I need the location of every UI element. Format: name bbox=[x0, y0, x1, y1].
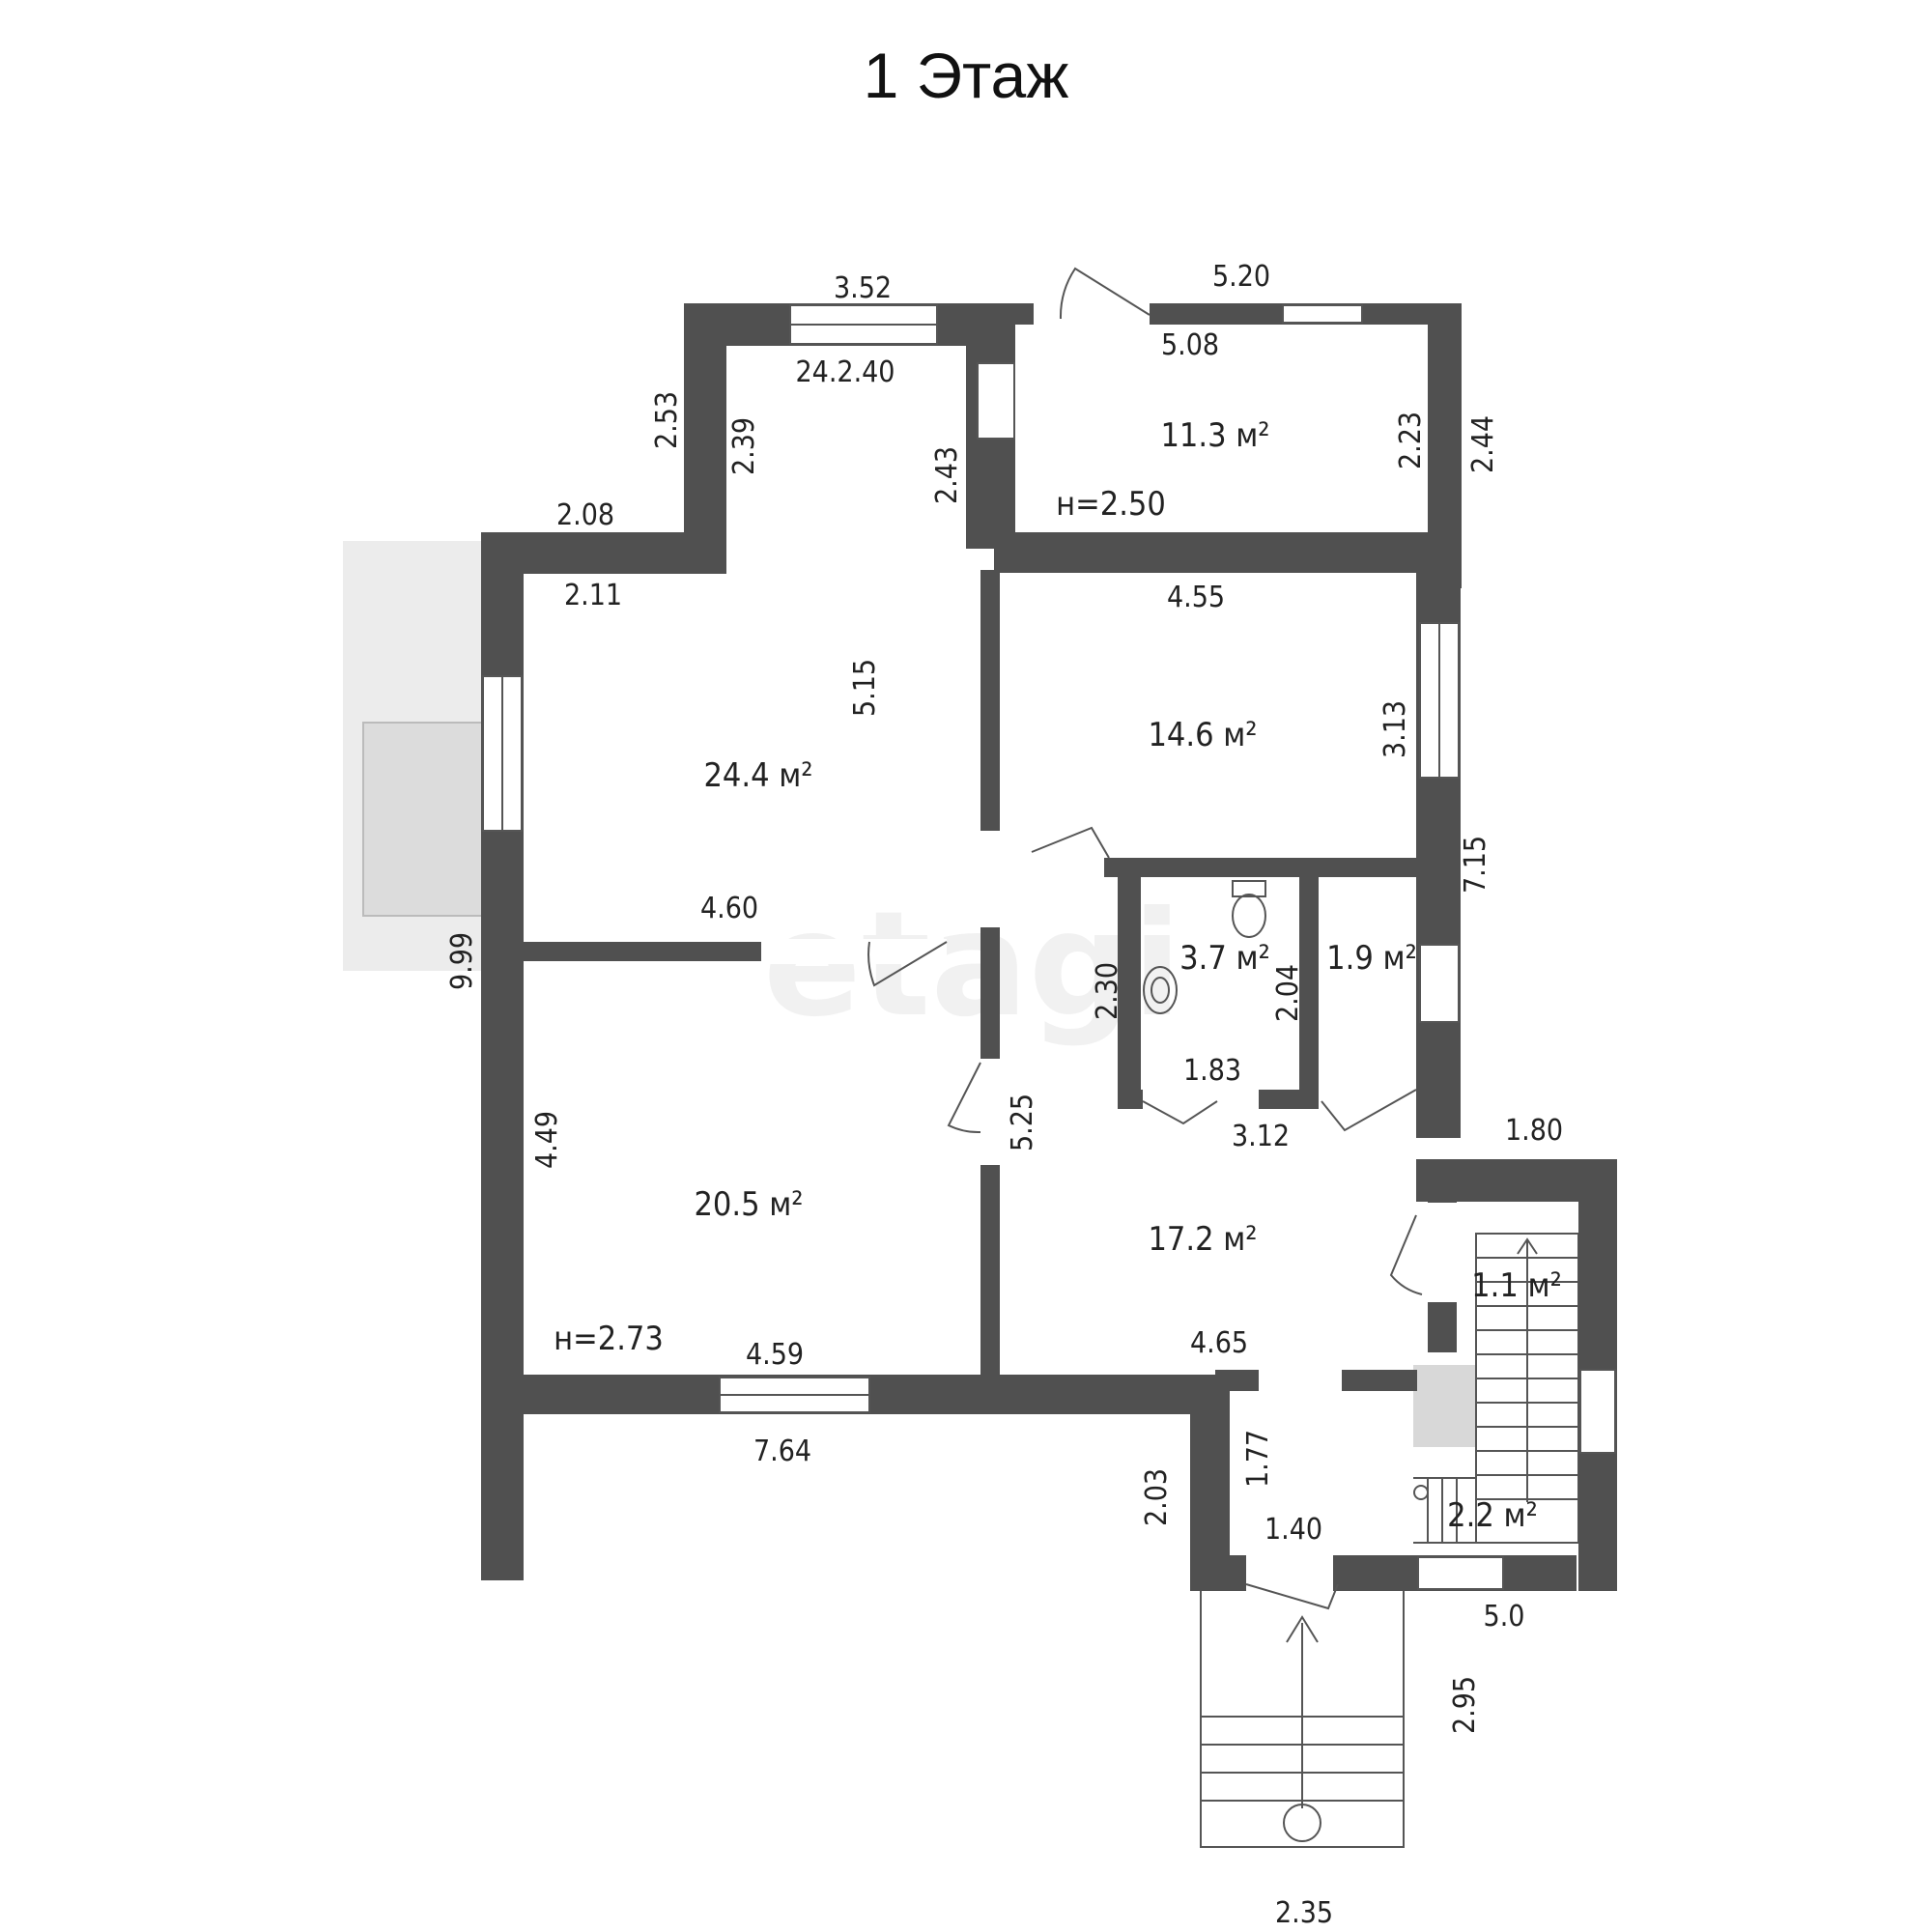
room-height-11-3: н=2.50 bbox=[1056, 485, 1166, 524]
windows bbox=[482, 304, 1616, 1590]
dim-5-25: 5.25 bbox=[1006, 1094, 1039, 1151]
watermark: etagi bbox=[763, 881, 1181, 1049]
floor-title: 1 Этаж bbox=[863, 40, 1069, 111]
dim-24-2-40: 24.2.40 bbox=[796, 355, 895, 389]
entrance-stairs bbox=[1200, 1581, 1405, 1848]
room-area-11-3: 11.3 м² bbox=[1160, 416, 1269, 455]
dim-2-04: 2.04 bbox=[1271, 964, 1305, 1022]
room-area-3-7: 3.7 м² bbox=[1179, 939, 1270, 978]
dim-4-65: 4.65 bbox=[1190, 1326, 1248, 1360]
room-area-24-4: 24.4 м² bbox=[703, 756, 812, 795]
dim-7-15: 7.15 bbox=[1459, 836, 1492, 894]
dim-2-11: 2.11 bbox=[564, 579, 622, 612]
dim-5-08: 5.08 bbox=[1161, 328, 1219, 362]
dim-5-0: 5.0 bbox=[1484, 1600, 1525, 1634]
toilet-icon bbox=[1232, 880, 1266, 938]
door-swings bbox=[867, 267, 1423, 1610]
dim-1-77: 1.77 bbox=[1241, 1430, 1275, 1488]
dim-3-13: 3.13 bbox=[1378, 700, 1412, 758]
dim-2-03: 2.03 bbox=[1140, 1468, 1174, 1526]
dim-2-44: 2.44 bbox=[1466, 415, 1500, 473]
dim-2-43: 2.43 bbox=[930, 446, 964, 504]
dim-2-53: 2.53 bbox=[650, 391, 684, 449]
inner-staircase bbox=[1413, 1233, 1579, 1544]
dim-2-08: 2.08 bbox=[556, 498, 614, 532]
room-area-1-9: 1.9 м² bbox=[1326, 939, 1417, 978]
dim-2-30: 2.30 bbox=[1091, 962, 1124, 1020]
room-area-17-2: 17.2 м² bbox=[1148, 1220, 1257, 1259]
dim-1-83: 1.83 bbox=[1183, 1054, 1241, 1088]
room-area-1-1: 1.1 м² bbox=[1471, 1266, 1562, 1305]
dim-7-64: 7.64 bbox=[753, 1435, 811, 1468]
room-area-2-2: 2.2 м² bbox=[1447, 1496, 1538, 1535]
dim-4-59: 4.59 bbox=[746, 1338, 804, 1372]
dim-2-35: 2.35 bbox=[1275, 1896, 1333, 1930]
dim-3-52: 3.52 bbox=[834, 271, 892, 305]
room-area-14-6: 14.6 м² bbox=[1148, 716, 1257, 754]
dim-2-23: 2.23 bbox=[1394, 412, 1428, 469]
dim-1-80: 1.80 bbox=[1505, 1114, 1563, 1148]
dim-1-40: 1.40 bbox=[1264, 1513, 1322, 1547]
dim-2-39: 2.39 bbox=[727, 417, 761, 475]
door-gaps bbox=[763, 301, 1460, 1594]
room-height-20-5: н=2.73 bbox=[554, 1320, 664, 1358]
sink-icon bbox=[1143, 966, 1178, 1014]
dim-5-15: 5.15 bbox=[848, 659, 882, 717]
dim-2-95: 2.95 bbox=[1448, 1676, 1482, 1734]
dim-4-60: 4.60 bbox=[700, 892, 758, 925]
dim-3-12: 3.12 bbox=[1232, 1120, 1290, 1153]
room-area-20-5: 20.5 м² bbox=[694, 1185, 803, 1224]
terrace-platform bbox=[362, 722, 484, 917]
dim-5-20: 5.20 bbox=[1212, 260, 1270, 294]
dim-4-55: 4.55 bbox=[1167, 581, 1225, 614]
dim-9-99: 9.99 bbox=[445, 932, 479, 990]
dim-4-49: 4.49 bbox=[530, 1111, 564, 1169]
